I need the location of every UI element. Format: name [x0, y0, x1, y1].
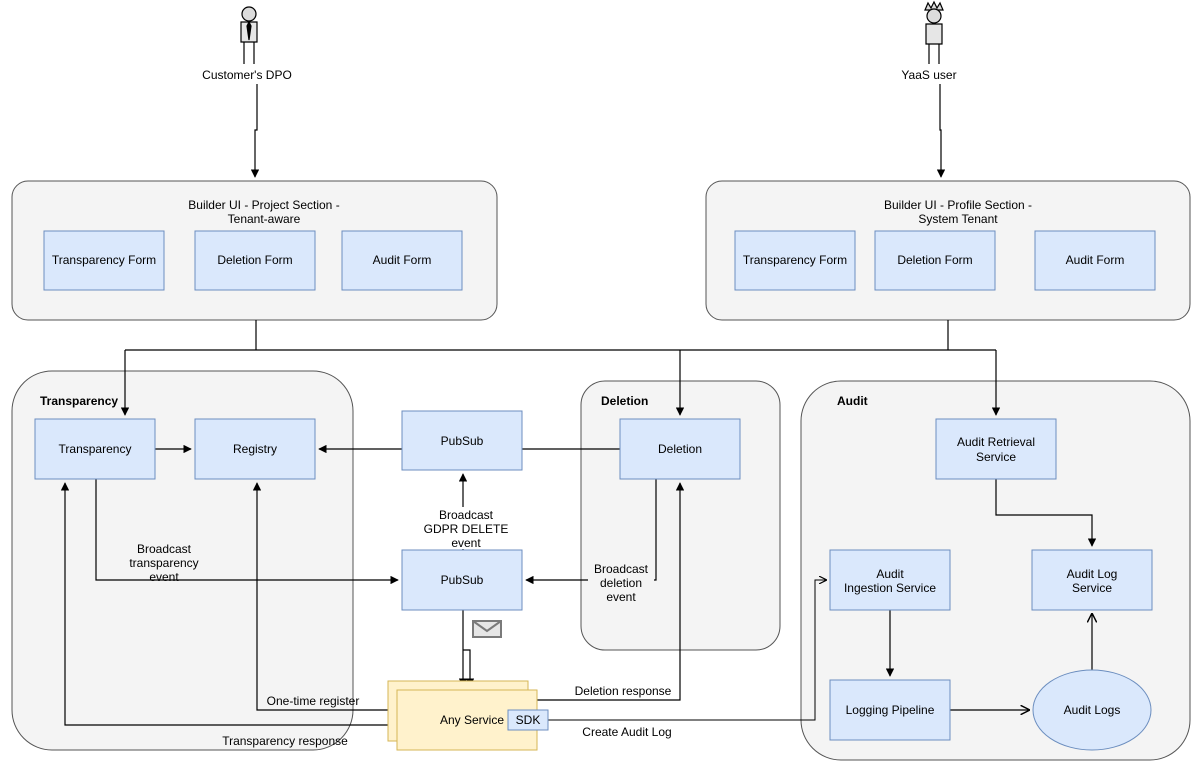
node-audit-retrieval-label-2: Service	[976, 450, 1016, 464]
node-sdk-label: SDK	[516, 713, 541, 727]
label-transparency-3: event	[149, 570, 179, 584]
edge-dpo-to-project	[250, 84, 260, 178]
label-deletion-3: event	[606, 590, 636, 604]
project-deletion-form[interactable]: Deletion Form	[217, 253, 292, 267]
label-gdpr-3: event	[451, 536, 481, 550]
profile-deletion-form[interactable]: Deletion Form	[897, 253, 972, 267]
edge-transparency-response	[60, 482, 388, 726]
builder-project-title-1: Builder UI - Project Section -	[188, 198, 339, 212]
edge-create-audit-log	[548, 580, 826, 721]
project-audit-form[interactable]: Audit Form	[373, 253, 432, 267]
audit-group-title: Audit	[837, 394, 868, 408]
label-broadcast-deletion: Broadcast deletion event	[588, 561, 654, 604]
actor-yaas-user: YaaS user	[901, 0, 957, 82]
label-one-time-register: One-time register	[267, 694, 360, 708]
actor-label-yaas: YaaS user	[901, 68, 956, 82]
node-audit-ingestion-label-1: Audit	[876, 567, 904, 581]
builder-profile-title-2: System Tenant	[918, 212, 998, 226]
profile-audit-form[interactable]: Audit Form	[1066, 253, 1125, 267]
node-audit-retrieval-label-1: Audit Retrieval	[957, 435, 1035, 449]
node-registry-label: Registry	[233, 442, 277, 456]
edge-retrieval-to-log-service	[995, 479, 1097, 547]
actor-customer-dpo: Customer's DPO	[202, 6, 292, 82]
node-any-service-label: Any Service	[440, 713, 504, 727]
edge-broadcast-transparency	[95, 479, 399, 585]
edge-labels: Broadcast GDPR DELETE event Broadcast tr…	[129, 507, 672, 748]
node-audit-ingestion[interactable]: Audit Ingestion Service	[829, 549, 951, 611]
label-transparency-response: Transparency response	[222, 734, 348, 748]
transparency-group-title: Transparency	[40, 394, 118, 408]
label-create-audit-log: Create Audit Log	[582, 725, 671, 739]
project-transparency-form[interactable]: Transparency Form	[52, 253, 156, 267]
node-audit-logs[interactable]: Audit Logs	[1032, 669, 1152, 751]
node-deletion-label: Deletion	[658, 442, 702, 456]
node-logging-pipeline[interactable]: Logging Pipeline	[829, 679, 951, 741]
edge-yaas-to-profile	[936, 84, 946, 178]
label-deletion-2: deletion	[600, 576, 642, 590]
label-gdpr-1: Broadcast	[439, 508, 494, 522]
node-pubsub-top-label: PubSub	[441, 434, 484, 448]
node-audit-log-label-1: Audit Log	[1067, 567, 1118, 581]
actor-label-dpo: Customer's DPO	[202, 68, 292, 82]
node-audit-logs-label: Audit Logs	[1064, 703, 1121, 717]
edge-broadcast-deletion	[525, 479, 657, 585]
node-transparency-label: Transparency	[59, 442, 132, 456]
node-deletion[interactable]: Deletion	[619, 418, 741, 480]
label-deletion-1: Broadcast	[594, 562, 649, 576]
business-person-icon	[240, 6, 258, 64]
edge-deletion-response	[536, 482, 685, 701]
node-registry[interactable]: Registry	[194, 418, 316, 480]
label-transparency-1: Broadcast	[137, 542, 192, 556]
label-broadcast-gdpr: Broadcast GDPR DELETE event	[420, 507, 526, 550]
envelope-icon	[472, 620, 502, 638]
node-audit-ingestion-label-2: Ingestion Service	[844, 581, 936, 595]
node-pubsub-top[interactable]: PubSub	[401, 410, 523, 471]
label-deletion-response: Deletion response	[575, 684, 672, 698]
node-pubsub-mid-label: PubSub	[441, 573, 484, 587]
node-audit-retrieval[interactable]: Audit Retrieval Service	[935, 418, 1057, 480]
label-transparency-2: transparency	[129, 556, 198, 570]
edges	[60, 84, 1097, 726]
node-audit-log-service[interactable]: Audit Log Service	[1031, 549, 1153, 611]
node-any-service[interactable]: Any Service SDK	[387, 680, 549, 751]
node-pubsub-mid[interactable]: PubSub	[401, 549, 523, 611]
node-audit-log-label-2: Service	[1072, 581, 1112, 595]
builder-ui-profile-section: Builder UI - Profile Section - System Te…	[705, 180, 1191, 321]
builder-ui-project-section: Builder UI - Project Section - Tenant-aw…	[11, 180, 498, 321]
node-logging-pipeline-label: Logging Pipeline	[846, 703, 935, 717]
builder-profile-title-1: Builder UI - Profile Section -	[884, 198, 1032, 212]
label-gdpr-2: GDPR DELETE	[424, 522, 509, 536]
king-person-icon	[924, 0, 944, 64]
builder-project-title-2: Tenant-aware	[228, 212, 301, 226]
profile-transparency-form[interactable]: Transparency Form	[743, 253, 847, 267]
deletion-group-title: Deletion	[601, 394, 648, 408]
node-transparency[interactable]: Transparency	[34, 418, 156, 480]
label-broadcast-transparency: Broadcast transparency event	[129, 542, 198, 584]
node-sdk[interactable]: SDK	[507, 709, 549, 731]
edge-one-time-register	[252, 482, 388, 711]
edge-pubsub-to-service-b	[463, 649, 475, 687]
audit-group: Audit	[800, 380, 1191, 761]
